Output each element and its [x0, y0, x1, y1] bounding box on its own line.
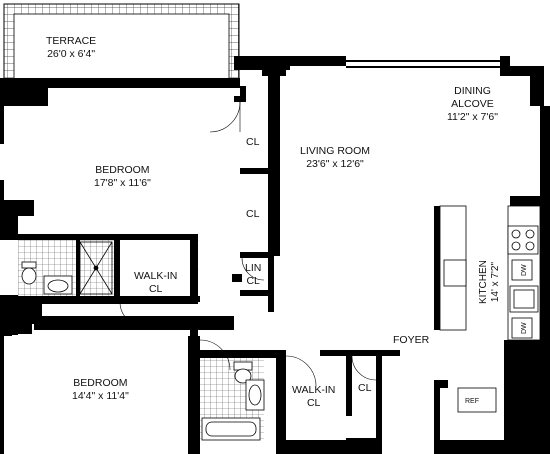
terrace: [3, 3, 240, 83]
kitchen-name: KITCHEN: [478, 260, 489, 304]
dining-name-2: ALCOVE: [451, 98, 494, 110]
bedroom-1-dim: 17'8" x 11'6": [94, 177, 151, 189]
linen-closet-label: LIN CL: [245, 262, 261, 288]
living-room-name: LIVING ROOM: [300, 145, 371, 157]
terrace-label: TERRACE 26'0 x 6'4": [46, 35, 96, 61]
bedroom-1-name: BEDROOM: [95, 164, 150, 176]
walk-in-closet-1-label: WALK-IN CL: [134, 270, 177, 296]
foyer-label: FOYER: [393, 334, 430, 346]
dining-name-1: DINING: [454, 85, 491, 97]
dishwasher-icon: [511, 259, 533, 339]
walk-in-closet-2-line1: WALK-IN: [292, 384, 336, 396]
linen-closet-line1: LIN: [245, 262, 262, 274]
bathtub-2-icon: [201, 417, 261, 441]
living-room-label: LIVING ROOM 23'6" x 12'6": [300, 145, 370, 171]
ref-label: REF: [465, 398, 479, 405]
sink-1-icon: [43, 275, 73, 295]
walk-in-closet-1-line1: WALK-IN: [134, 270, 178, 282]
terrace-dim: 26'0 x 6'4": [47, 48, 96, 60]
kitchen-sink-icon: [509, 285, 539, 313]
fridge-icon: [457, 387, 497, 413]
interior-walls: [0, 70, 506, 454]
stove-icon: [507, 225, 539, 255]
door-swings: [119, 101, 377, 387]
living-room-dim: 23'6" x 12'6": [306, 158, 364, 170]
bedroom-2-dim: 14'4" x 11'4": [72, 390, 129, 402]
linen-closet-line2: CL: [246, 275, 260, 287]
dining-dim: 11'2" x 7'6": [447, 111, 498, 123]
sink-2-icon: [245, 379, 265, 411]
dw-label-1: DW: [521, 264, 528, 276]
closet-a-label: CL: [246, 136, 260, 148]
dw-label-2: DW: [521, 322, 528, 334]
bedroom-1-label: BEDROOM 17'8" x 11'6": [94, 164, 151, 190]
shower-1-outline: [79, 241, 113, 295]
kitchen-dim: 14' x 7'2": [490, 261, 501, 303]
closet-c-label: CL: [358, 382, 372, 394]
kitchen-label: KITCHEN 14' x 7'2": [478, 260, 502, 304]
toilet-2-icon: [233, 361, 253, 384]
closet-b-label: CL: [246, 208, 260, 220]
walk-in-closet-2-line2: CL: [306, 397, 321, 409]
walk-in-closet-2-label: WALK-IN CL: [292, 384, 335, 410]
toilet-1-icon: [21, 261, 37, 285]
walk-in-closet-1-line2: CL: [148, 283, 163, 295]
bedroom-2-label: BEDROOM 14'4" x 11'4": [72, 377, 129, 403]
dining-label: DINING ALCOVE 11'2" x 7'6": [447, 85, 498, 124]
terrace-name: TERRACE: [46, 35, 97, 47]
bedroom-2-name: BEDROOM: [73, 377, 128, 389]
